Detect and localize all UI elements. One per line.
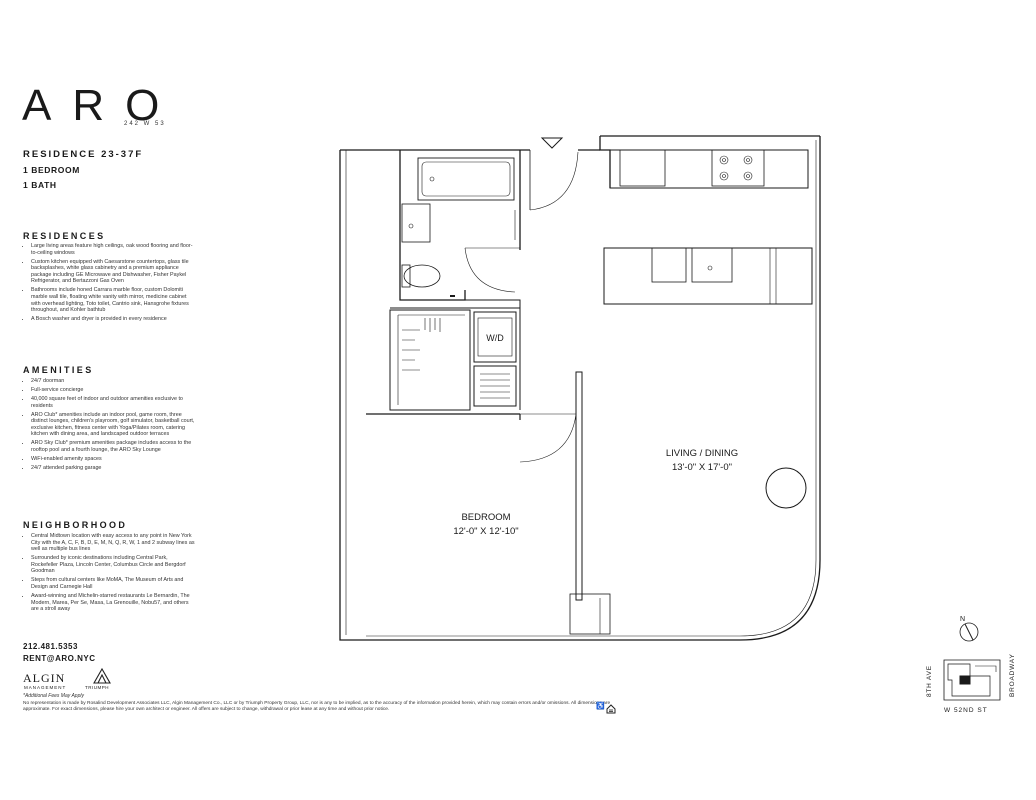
fees-note: *Additional Fees May Apply: [23, 693, 84, 699]
closet-door: [569, 593, 611, 635]
list-item: ARO Sky Club* premium amenities package …: [31, 440, 195, 453]
contact-phone[interactable]: 212.481.5353: [23, 642, 78, 651]
exterior-wall: [339, 149, 520, 641]
algin-logo-sub: MANAGEMENT: [24, 685, 67, 690]
vanity: [401, 203, 431, 243]
bathtub: [417, 157, 515, 201]
list-item: 24/7 attended parking garage: [31, 465, 195, 472]
triumph-logo-sub: TRIUMPH: [85, 685, 109, 690]
list-item: Central Midtown location with easy acces…: [31, 533, 195, 553]
exterior-wall: [599, 136, 611, 188]
list-item: 40,000 square feet of indoor and outdoor…: [31, 396, 195, 409]
list-item: Steps from cultural centers like MoMA, T…: [31, 577, 195, 590]
living-room-label: LIVING / DINING: [666, 448, 738, 459]
residence-baths: 1 BATH: [23, 180, 57, 190]
entry-door-swing: [529, 151, 579, 211]
washer-dryer-label: W/D: [486, 333, 504, 343]
key-plan: N: [943, 616, 1001, 701]
bedroom-wall: [575, 371, 583, 601]
toilet: [403, 264, 441, 288]
list-item: ARO Club* amenities include an indoor po…: [31, 412, 195, 438]
brand-address: 242 W 53: [124, 121, 166, 127]
round-table: [765, 467, 807, 509]
north-arrow-icon: [959, 622, 979, 642]
neighborhood-heading: NEIGHBORHOOD: [23, 520, 128, 530]
neighborhood-list: Central Midtown location with easy acces…: [23, 533, 195, 615]
interior-wall: [390, 299, 521, 410]
residences-list: Large living areas feature high ceilings…: [23, 243, 195, 325]
equal-housing-icon: [606, 701, 616, 719]
kitchen-sink: [691, 247, 733, 283]
linen-closet: [473, 365, 517, 407]
cooktop: [711, 149, 765, 187]
list-item: Bathrooms include honed Carrara marble f…: [31, 287, 195, 313]
brand-logo: ARO: [22, 81, 181, 130]
bedroom-wall: [366, 413, 521, 420]
kitchen-island: [603, 247, 813, 305]
list-item: Large living areas feature high ceilings…: [31, 243, 195, 256]
triumph-logo-icon: [90, 667, 114, 690]
residence-title: RESIDENCE 23-37F: [23, 149, 144, 160]
residence-bedrooms: 1 BEDROOM: [23, 165, 80, 175]
disclaimer-text: No representation is made by Rosalind De…: [23, 701, 611, 712]
right-street-label: BROADWAY: [1009, 653, 1016, 697]
bedroom-dims: 12'-0" X 12'-10": [453, 526, 518, 537]
bathroom-door: [464, 247, 520, 293]
list-item: Full-service concierge: [31, 387, 195, 394]
bedroom-door: [519, 413, 577, 463]
entry-arrow-icon: [540, 137, 564, 149]
bottom-street-label: W 52ND ST: [944, 707, 988, 714]
curved-window: [739, 559, 817, 637]
list-item: 24/7 doorman: [31, 378, 195, 385]
algin-logo: ALGIN: [23, 671, 66, 685]
left-street-label: 8TH AVE: [926, 665, 933, 697]
kitchen-counter: [609, 149, 809, 189]
washer-dryer: [473, 311, 517, 363]
list-item: WiFi-enabled amenity spaces: [31, 456, 195, 463]
living-room-dims: 13'-0" X 17'-0": [672, 462, 732, 473]
amenities-list: 24/7 doorman Full-service concierge 40,0…: [23, 378, 195, 474]
accessibility-icon: ♿: [596, 703, 605, 710]
amenities-heading: AMENITIES: [23, 365, 94, 375]
list-item: A Bosch washer and dryer is provided in …: [31, 316, 195, 323]
list-item: Custom kitchen equipped with Caesarstone…: [31, 259, 195, 285]
walk-in-closet: [389, 309, 471, 411]
residences-heading: RESIDENCES: [23, 231, 106, 241]
north-label: N: [960, 616, 965, 623]
bedroom-label: BEDROOM: [461, 512, 510, 523]
list-item: Surrounded by iconic destinations includ…: [31, 555, 195, 575]
list-item: Award-winning and Michelin-starred resta…: [31, 593, 195, 613]
curved-window: [739, 559, 821, 641]
contact-email[interactable]: RENT@ARO.NYC: [23, 654, 96, 663]
